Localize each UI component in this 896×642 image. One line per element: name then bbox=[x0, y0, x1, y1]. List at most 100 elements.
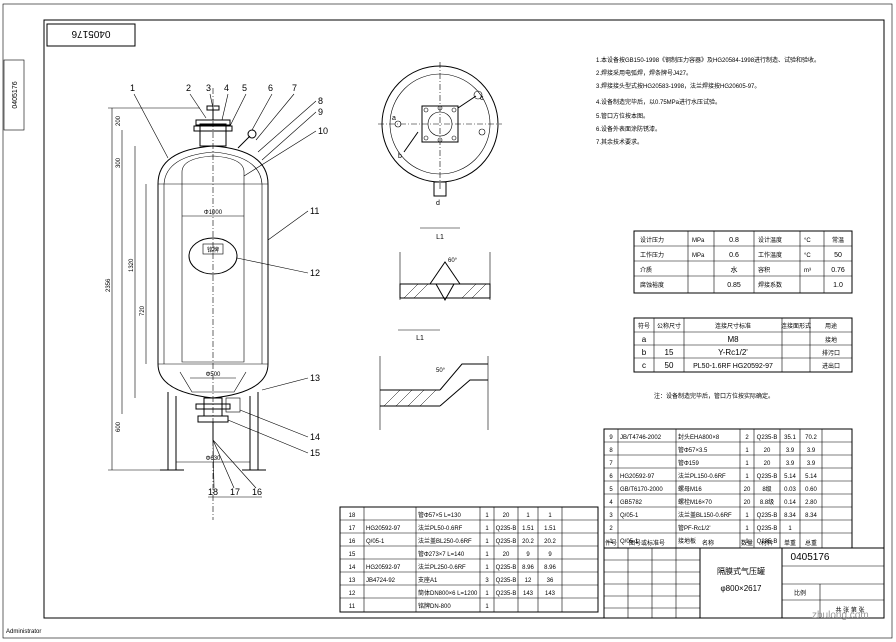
bomr-r2c4: 1 bbox=[745, 448, 749, 454]
title-dwg-no: 0405176 bbox=[791, 552, 830, 563]
watermark: zhulong.com bbox=[812, 610, 869, 621]
bomr-r1c4: 2 bbox=[745, 435, 749, 441]
bomr-r4c1: 6 bbox=[609, 474, 613, 480]
bomr-r8c1: 2 bbox=[609, 526, 613, 532]
tech-r1c3: 0.8 bbox=[729, 237, 739, 244]
callout-10: 10 bbox=[318, 126, 328, 136]
callout-17: 17 bbox=[230, 487, 240, 497]
bomr-r9c5: Q235-B bbox=[757, 539, 778, 545]
bomr-r3c4: 1 bbox=[745, 461, 749, 467]
note-4: 4.设备制造完毕后，以0.75MPa进行水压试验。 bbox=[596, 98, 721, 106]
boml-r6c5: Q235-B bbox=[496, 578, 517, 584]
weld-detail-top: L1 60° bbox=[399, 227, 491, 302]
technical-notes: 1.本设备按GB150-1998《钢制压力容器》及HG20584-1998进行制… bbox=[596, 56, 820, 146]
callout-8: 8 bbox=[318, 96, 323, 106]
dim-head-top: 300 bbox=[116, 157, 122, 168]
tech-r4c4: 焊接系数 bbox=[758, 281, 782, 289]
bomr-r6c3: 螺栓M16×70 bbox=[678, 498, 713, 506]
tech-r1c6: 常温 bbox=[832, 236, 844, 244]
bomr-r8c6: 1 bbox=[788, 526, 792, 532]
bomr-r7c4: 1 bbox=[745, 513, 749, 519]
drawing-number-top: 0405176 bbox=[71, 28, 110, 39]
nozzle-label-c: c bbox=[480, 95, 484, 102]
boml-r8c3: 铭牌DN-800 bbox=[418, 602, 451, 610]
callout-1: 1 bbox=[130, 83, 135, 93]
nozzle-r2c2: 15 bbox=[665, 348, 674, 357]
boml-r6c3: 支座A1 bbox=[418, 576, 438, 584]
callout-4: 4 bbox=[224, 83, 229, 93]
vessel-elevation: 铭牌 bbox=[157, 88, 269, 520]
dim-overall-height: 2356 bbox=[106, 278, 112, 292]
bomr-r4c2: HG20592-97 bbox=[620, 474, 655, 480]
nozzle-r1c5: 接地 bbox=[825, 336, 837, 344]
weld-top-label: L1 bbox=[436, 234, 444, 241]
callout-15: 15 bbox=[310, 448, 320, 458]
bom-h-mat: 材料 bbox=[761, 539, 773, 547]
boml-r7c3: 筒体DN800×6 L=1200 bbox=[418, 589, 478, 597]
bomr-r9c2: Q/05-1 bbox=[620, 539, 639, 545]
boml-r4c6: 9 bbox=[526, 552, 530, 558]
title-sheet: 共 张 第 张 bbox=[835, 606, 864, 614]
bomr-r4c6: 5.14 bbox=[784, 474, 796, 480]
top-view: a b c d bbox=[378, 62, 502, 207]
nozzle-r3c1: c bbox=[642, 361, 646, 370]
title-project: 隔膜式气压罐 bbox=[717, 566, 765, 576]
boml-r7c1: 12 bbox=[349, 591, 356, 597]
boml-r7c7: 143 bbox=[545, 591, 556, 597]
boml-r6c7: 36 bbox=[547, 578, 554, 584]
bomr-r8c3: 管PF-Rc1/2' bbox=[678, 524, 711, 532]
tech-r3c1: 介质 bbox=[640, 266, 652, 274]
nozzle-r2c5: 排污口 bbox=[822, 349, 840, 357]
dim-bottom-diameter: Φ500 bbox=[206, 372, 221, 378]
nozzle-r2c1: b bbox=[642, 348, 647, 357]
tech-table: 设计压力 MPa 0.8 设计温度 °C 常温 工作压力 MPa 0.6 工作温… bbox=[633, 230, 853, 294]
note-1: 1.本设备按GB150-1998《钢制压力容器》及HG20584-1998进行制… bbox=[596, 56, 820, 64]
vertical-dimensions: 2356 1320 720 300 600 200 bbox=[106, 107, 200, 471]
tech-r2c2: MPa bbox=[692, 253, 705, 259]
boml-r3c5: Q235-B bbox=[496, 539, 517, 545]
boml-r1c7: 1 bbox=[548, 513, 552, 519]
bomr-r7c6: 8.34 bbox=[784, 513, 796, 519]
bomr-r9c4: 1 bbox=[745, 539, 749, 545]
title-block: 隔膜式气压罐 φ800×2617 0405176 比例 共 张 第 张 bbox=[603, 547, 885, 619]
tech-r4c3: 0.85 bbox=[727, 282, 741, 289]
tech-r3c4: 容积 bbox=[758, 266, 770, 274]
boml-r4c5: 20 bbox=[503, 552, 510, 558]
bomr-r7c7: 8.34 bbox=[805, 513, 817, 519]
bom-left-table bbox=[339, 506, 599, 613]
bomr-r1c1: 9 bbox=[609, 435, 613, 441]
bomr-r4c7: 5.14 bbox=[805, 474, 817, 480]
bomr-r4c3: 法兰PL150-0.6RF bbox=[678, 472, 726, 480]
boml-r7c4: 1 bbox=[485, 591, 489, 597]
boml-r1c4: 1 bbox=[485, 513, 489, 519]
bom-h-unit: 单重 bbox=[784, 539, 796, 547]
bom-h-name: 名称 bbox=[702, 539, 714, 547]
nozzle-r1c1: a bbox=[642, 335, 647, 344]
tech-r4c1: 腐蚀裕度 bbox=[640, 281, 664, 289]
boml-r1c6: 1 bbox=[526, 513, 530, 519]
bomr-r8c4: 1 bbox=[745, 526, 749, 532]
bom-h-total: 总重 bbox=[805, 539, 817, 547]
bom-h-std: 图号或标准号 bbox=[629, 539, 665, 547]
tech-r2c5: °C bbox=[804, 253, 811, 259]
nozzle-h3: 连接尺寸标准 bbox=[715, 322, 751, 330]
boml-r3c2: Q/05-1 bbox=[366, 539, 385, 545]
side-drawing-number: 0405176 bbox=[12, 81, 19, 108]
nozzle-h2: 公称尺寸 bbox=[657, 322, 681, 330]
nozzle-h4: 连接面形式 bbox=[781, 322, 811, 330]
boml-r3c1: 16 bbox=[349, 539, 356, 545]
tech-r3c5: m³ bbox=[804, 268, 811, 274]
boml-r1c3: 管Φ57×5 L=130 bbox=[418, 511, 461, 519]
title-spec: φ800×2617 bbox=[720, 584, 762, 593]
bom-h-qty: 数量 bbox=[741, 539, 753, 547]
callout-3: 3 bbox=[206, 83, 211, 93]
boml-r4c7: 9 bbox=[548, 552, 552, 558]
bomr-r6c1: 4 bbox=[609, 500, 613, 506]
note-2: 2.焊接采用电弧焊，焊条牌号J427。 bbox=[596, 69, 692, 77]
nozzle-note: 注：设备制造完毕后，管口方位按实际确定。 bbox=[654, 392, 774, 400]
boml-r4c4: 1 bbox=[485, 552, 489, 558]
nozzle-r1c3: M8 bbox=[727, 335, 739, 344]
boml-r5c5: Q235-B bbox=[496, 565, 517, 571]
bomr-r2c1: 8 bbox=[609, 448, 613, 454]
boml-r3c4: 1 bbox=[485, 539, 489, 545]
